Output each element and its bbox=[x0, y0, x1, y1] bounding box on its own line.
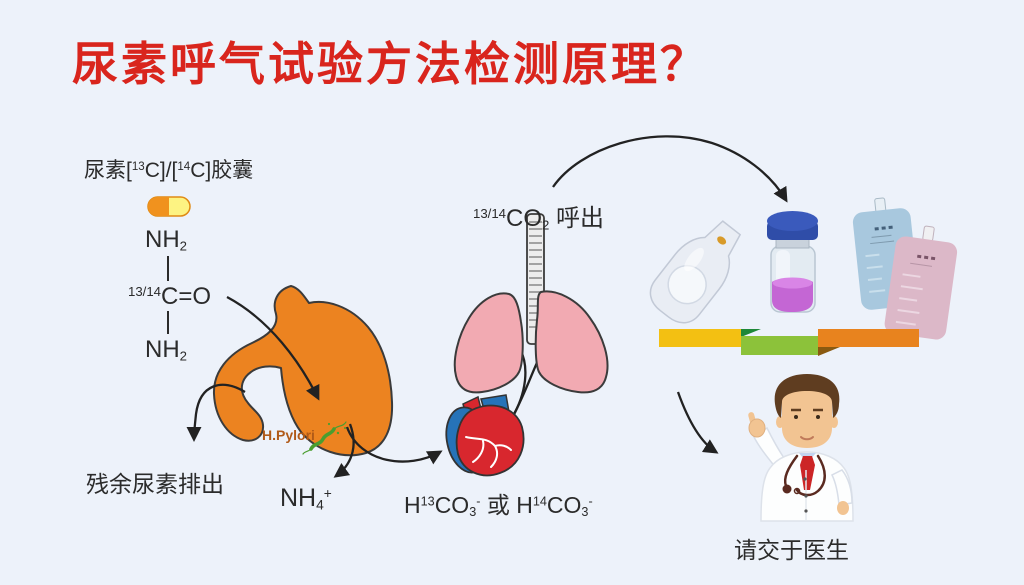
ribbon-fold-dark-green bbox=[741, 329, 761, 337]
exhale-label: 13/14CO2 呼出 bbox=[473, 205, 605, 233]
hpylori-bacteria-icon bbox=[302, 421, 347, 455]
reagent-vial bbox=[767, 211, 818, 313]
urea-structure-bond-1 bbox=[167, 256, 169, 281]
capsule-label: 尿素[13C]/[14C]胶囊 bbox=[84, 159, 254, 182]
doctor-stethoscope bbox=[783, 454, 826, 497]
ribbon-segment-green bbox=[741, 336, 818, 355]
urea-structure-nh2-bottom: NH2 bbox=[145, 336, 188, 364]
urea-structure-bond-2 bbox=[167, 311, 169, 334]
left-lung-illustration bbox=[453, 292, 524, 394]
urea-structure-c-o: 13/14C=O bbox=[128, 283, 212, 310]
right-lung-illustration bbox=[534, 290, 609, 394]
ribbon-segment-yellow bbox=[659, 329, 741, 347]
arrow-residual-excretion bbox=[186, 383, 246, 442]
page-title: 尿素呼气试验方法检测原理？ bbox=[72, 38, 709, 90]
doctor-tie bbox=[800, 456, 815, 490]
doctor-hand bbox=[748, 418, 766, 438]
doctor-face bbox=[782, 386, 832, 448]
residual-urea-label: 残余尿素排出 bbox=[86, 471, 224, 497]
isotope-14-superscript: 14 bbox=[177, 161, 191, 174]
arrow-to-doctor bbox=[676, 391, 719, 454]
bicarbonate-label: H13CO3- 或 H14CO3- bbox=[404, 492, 593, 520]
heart-illustration bbox=[445, 394, 525, 477]
urea-structure-nh2-top: NH2 bbox=[145, 226, 188, 254]
isotope-13-superscript: 13 bbox=[131, 161, 145, 174]
ribbon-banner bbox=[659, 329, 919, 356]
arrow-stomach-to-heart bbox=[345, 426, 443, 465]
doctor-hair bbox=[774, 374, 840, 418]
card-logo bbox=[717, 236, 727, 245]
isotope-superscript: 13/14 bbox=[128, 284, 162, 300]
lungs-illustration bbox=[453, 290, 609, 394]
doctor-instruction-label: 请交于医生 bbox=[734, 537, 849, 563]
breath-bag-pink bbox=[884, 225, 958, 340]
capsule-icon bbox=[147, 196, 191, 217]
ammonium-label: NH4+ bbox=[280, 484, 332, 513]
arrow-exhale-to-devices bbox=[552, 135, 788, 203]
ribbon-segment-orange bbox=[818, 329, 919, 347]
arrow-urea-to-stomach bbox=[226, 295, 320, 401]
doctor-raised-arm bbox=[753, 426, 785, 470]
arrow-to-ammonium bbox=[333, 423, 355, 478]
ribbon-fold-brown bbox=[818, 347, 840, 356]
breath-test-card bbox=[649, 220, 742, 324]
isotope-superscript: 13/14 bbox=[473, 206, 507, 222]
hpylori-label: H.Pylori bbox=[262, 427, 315, 443]
doctor-illustration bbox=[748, 374, 854, 522]
